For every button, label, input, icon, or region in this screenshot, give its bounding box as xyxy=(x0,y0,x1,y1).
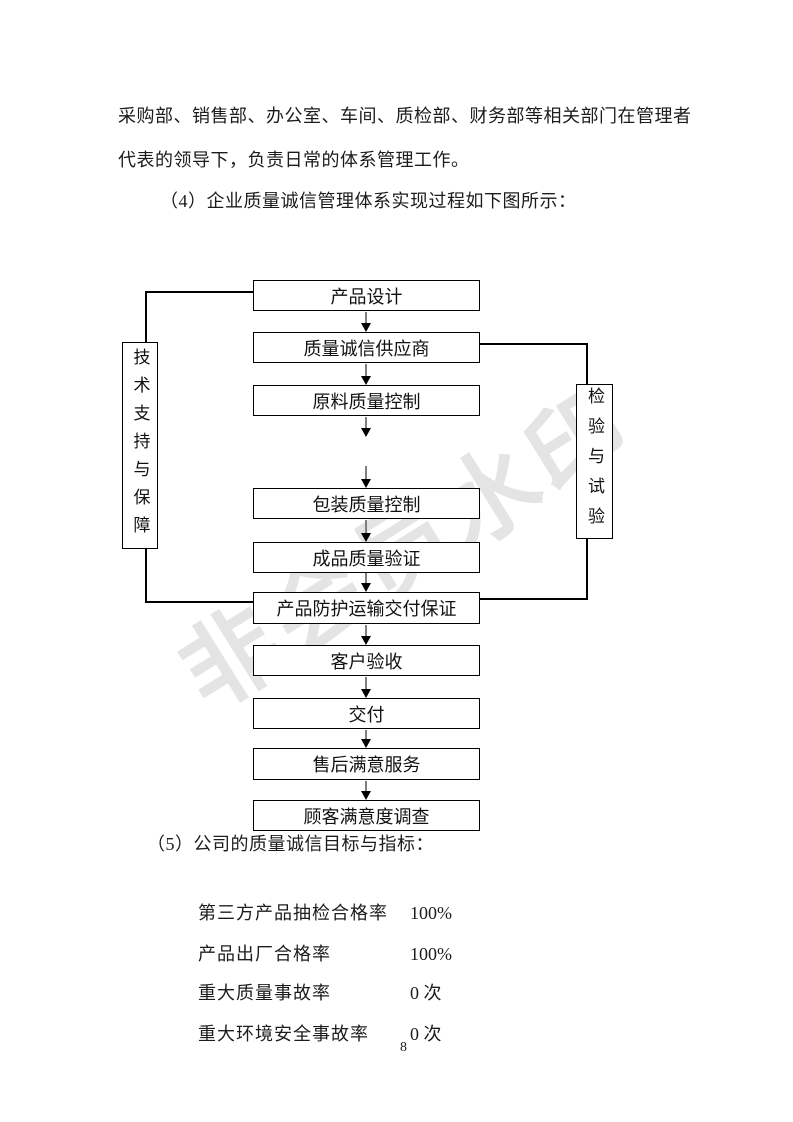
metric-value: 0 次 xyxy=(410,1024,442,1044)
flow-arrow-down-icon xyxy=(361,364,371,385)
flow-arrow-down-icon xyxy=(361,520,371,542)
connector-line-right-top-vertical xyxy=(586,343,588,384)
page-number: 8 xyxy=(400,1040,407,1055)
flow-box-finished-product-verification: 成品质量验证 xyxy=(253,542,480,573)
flow-box-raw-material-quality-control: 原料质量控制 xyxy=(253,385,480,416)
flow-box-customer-acceptance: 客户验收 xyxy=(253,645,480,676)
flow-arrow-down-icon xyxy=(361,466,371,488)
flow-arrow-down-icon xyxy=(361,312,371,332)
paragraph-line-1: 采购部、销售部、办公室、车间、质检部、财务部等相关部门在管理者 xyxy=(118,106,692,126)
connector-line-right-bottom-horizontal xyxy=(480,598,588,600)
flow-arrow-down-icon xyxy=(361,573,371,592)
list-item-4: （4）企业质量诚信管理体系实现过程如下图所示： xyxy=(160,191,577,211)
metric-row: 重大环境安全事故率 0 次 xyxy=(180,1001,442,1067)
connector-line-right-top-horizontal xyxy=(480,343,588,345)
flow-arrow-down-icon xyxy=(361,417,371,437)
metric-value: 0 次 xyxy=(410,983,442,1003)
flow-box-delivery: 交付 xyxy=(253,698,480,729)
flow-box-product-design: 产品设计 xyxy=(253,280,480,311)
metric-row: 重大质量事故率 0 次 xyxy=(180,960,442,1026)
flow-box-technical-support: 技术支持与保障 xyxy=(122,342,158,549)
list-item-5: （5）公司的质量诚信目标与指标： xyxy=(147,834,434,854)
flow-arrow-down-icon xyxy=(361,781,371,800)
flow-arrow-down-icon xyxy=(361,677,371,698)
metric-value: 100% xyxy=(410,903,452,923)
metric-label: 重大质量事故率 xyxy=(198,983,331,1003)
connector-line-left-top-vertical xyxy=(145,291,147,342)
connector-line-left-bottom-vertical xyxy=(145,549,147,603)
metric-value: 100% xyxy=(410,944,452,964)
flow-box-protection-transport-delivery: 产品防护运输交付保证 xyxy=(253,592,480,624)
paragraph-line-2: 代表的领导下，负责日常的体系管理工作。 xyxy=(118,150,470,170)
connector-line-left-top-horizontal xyxy=(145,291,253,293)
flow-box-quality-integrity-supplier: 质量诚信供应商 xyxy=(253,332,480,363)
connector-line-left-bottom-horizontal xyxy=(145,601,253,603)
flow-arrow-down-icon xyxy=(361,730,371,748)
flow-box-after-sales-service: 售后满意服务 xyxy=(253,748,480,780)
flow-box-satisfaction-survey: 顾客满意度调查 xyxy=(253,800,480,831)
connector-line-right-bottom-vertical xyxy=(586,539,588,600)
metric-row: 第三方产品抽检合格率 100% xyxy=(180,880,452,946)
flow-box-packaging-quality-control: 包装质量控制 xyxy=(253,488,480,519)
flow-arrow-down-icon xyxy=(361,625,371,645)
metric-label: 重大环境安全事故率 xyxy=(198,1024,369,1044)
metric-row: 产品出厂合格率 100% xyxy=(180,921,452,987)
flow-box-inspection-testing: 检验与试验 xyxy=(576,384,613,539)
metric-label: 产品出厂合格率 xyxy=(198,944,331,964)
metric-label: 第三方产品抽检合格率 xyxy=(198,903,388,923)
